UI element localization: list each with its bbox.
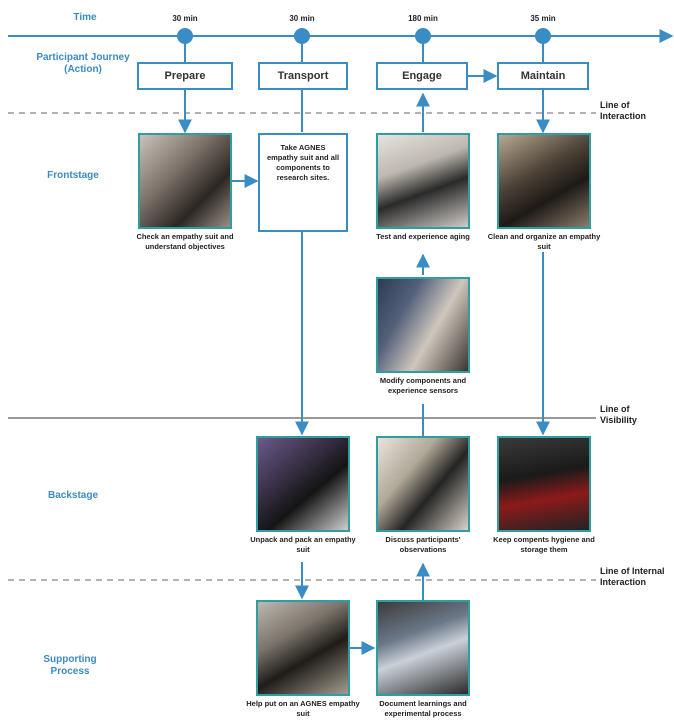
line-label-visibility: Line of Visibility xyxy=(600,404,637,425)
time-node-4 xyxy=(535,28,551,44)
photo-help xyxy=(256,600,350,696)
time-label-2: 30 min xyxy=(289,14,315,23)
caption-discuss: Discuss participants' observations xyxy=(385,535,461,554)
time-node-2 xyxy=(294,28,310,44)
caption-help: Help put on an AGNES empathy suit xyxy=(246,699,360,718)
lane-label-frontstage: Frontstage xyxy=(47,170,99,181)
line-label-interaction: Line of Interaction xyxy=(600,100,647,121)
text-box-transport: Take AGNES empathy suit and all componen… xyxy=(258,133,348,232)
photo-prepare xyxy=(138,133,232,229)
caption-maintain: Clean and organize an empathy suit xyxy=(487,232,601,251)
caption-modify: Modify components and experience sensors xyxy=(379,376,467,395)
photo-unpack xyxy=(256,436,350,532)
photo-modify xyxy=(376,277,470,373)
lane-label-supporting: Supporting Process xyxy=(43,654,97,677)
line-label-internal: Line of Internal Interaction xyxy=(600,566,665,587)
time-node-3 xyxy=(415,28,431,44)
photo-document xyxy=(376,600,470,696)
lane-label-backstage: Backstage xyxy=(47,490,99,501)
caption-document: Document learnings and experimental proc… xyxy=(379,699,467,718)
caption-keep: Keep compents hygiene and storage them xyxy=(493,535,595,554)
caption-prepare: Check an empathy suit and understand obj… xyxy=(136,232,234,251)
action-transport: Transport xyxy=(258,62,348,90)
time-label-3: 180 min xyxy=(408,14,438,23)
action-engage: Engage xyxy=(376,62,468,90)
time-label-4: 35 min xyxy=(530,14,556,23)
photo-engage xyxy=(376,133,470,229)
lane-label-journey: Participant Journey (Action) xyxy=(36,52,130,75)
lane-label-time: Time xyxy=(73,12,97,23)
photo-keep xyxy=(497,436,591,532)
time-label-1: 30 min xyxy=(172,14,198,23)
caption-engage: Test and experience aging xyxy=(376,232,470,241)
time-node-1 xyxy=(177,28,193,44)
photo-discuss xyxy=(376,436,470,532)
action-prepare: Prepare xyxy=(137,62,233,90)
photo-maintain xyxy=(497,133,591,229)
action-maintain: Maintain xyxy=(497,62,589,90)
caption-unpack: Unpack and pack an empathy suit xyxy=(250,535,356,554)
